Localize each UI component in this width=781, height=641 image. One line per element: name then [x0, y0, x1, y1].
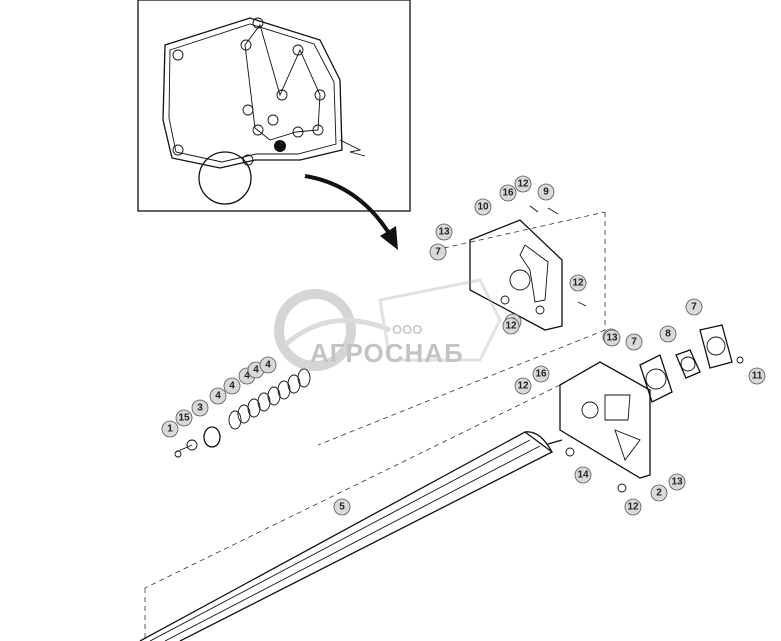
callout-8: 8: [659, 325, 677, 343]
watermark-company-name: АГРОСНАБ: [310, 338, 464, 368]
callout-16: 16: [499, 184, 517, 202]
callout-7: 7: [625, 333, 643, 351]
bearing-assembly: [639, 324, 744, 403]
callout-4: 4: [223, 377, 241, 395]
callout-circle: [650, 484, 668, 502]
callout-label: 10: [477, 202, 489, 213]
callout-label: 4: [244, 371, 250, 382]
callout-label: 13: [671, 477, 683, 488]
upper-side-plate: [469, 205, 587, 331]
callout-label: 8: [665, 329, 671, 340]
callout-circle: [259, 356, 277, 374]
callout-circle: [429, 243, 447, 261]
callout-circle: [625, 333, 643, 351]
callout-label: 12: [517, 179, 529, 190]
callout-circle: [333, 498, 351, 516]
callout-12: 12: [514, 175, 532, 193]
callout-label: 7: [691, 302, 697, 313]
part-callouts: 1153444445791012161312313787111216213141…: [161, 175, 766, 516]
callout-circle: [659, 325, 677, 343]
callout-circle: [532, 365, 550, 383]
callout-16: 16: [532, 365, 550, 383]
callout-12: 12: [502, 317, 520, 335]
pointer-arrow: [304, 174, 398, 250]
callout-2: 2: [650, 484, 668, 502]
overview-inset: [137, 0, 411, 212]
callout-label: 7: [435, 247, 441, 258]
callout-13: 13: [668, 473, 686, 491]
callout-label: 4: [253, 365, 259, 376]
callout-circle: [603, 329, 621, 347]
callout-13: 13: [603, 329, 621, 347]
callout-circle: [748, 367, 766, 385]
dashed-envelope: [144, 211, 606, 641]
callout-14: 14: [574, 466, 592, 484]
callout-label: 16: [535, 369, 547, 380]
callout-label: 4: [215, 391, 221, 402]
callout-circle: [223, 377, 241, 395]
callout-4: 4: [259, 356, 277, 374]
callout-circle: [474, 198, 492, 216]
callout-circle: [514, 175, 532, 193]
callout-circle: [624, 498, 642, 516]
callout-1: 1: [161, 420, 179, 438]
callout-label: 16: [502, 188, 514, 199]
callout-label: 13: [606, 333, 618, 344]
callout-12: 12: [514, 377, 532, 395]
callout-13: 13: [435, 223, 453, 241]
callout-label: 12: [517, 381, 529, 392]
callout-10: 10: [474, 198, 492, 216]
callout-11: 11: [748, 367, 766, 385]
callout-label: 15: [178, 413, 190, 424]
callout-label: 3: [197, 403, 203, 414]
callout-label: 4: [265, 360, 271, 371]
callout-7: 7: [429, 243, 447, 261]
callout-label: 7: [631, 337, 637, 348]
callout-5: 5: [333, 498, 351, 516]
callout-label: 14: [577, 470, 589, 481]
callout-label: 2: [656, 488, 662, 499]
callout-circle: [685, 298, 703, 316]
callout-circle: [514, 377, 532, 395]
callout-label: 1: [167, 424, 173, 435]
callout-12: 12: [569, 274, 587, 292]
callout-4: 4: [209, 387, 227, 405]
callout-circle: [191, 399, 209, 417]
callout-label: 5: [339, 502, 345, 513]
callout-circle: [209, 387, 227, 405]
watermark: ООО АГРОСНАБ: [274, 278, 502, 371]
callout-label: 12: [572, 278, 584, 289]
callout-label: 12: [627, 502, 639, 513]
callout-circle: [574, 466, 592, 484]
callout-label: 12: [505, 321, 517, 332]
callout-15: 15: [175, 409, 193, 427]
callout-circle: [537, 183, 555, 201]
lower-side-plate: [559, 361, 651, 493]
callout-12: 12: [624, 498, 642, 516]
callout-circle: [668, 473, 686, 491]
callout-circle: [161, 420, 179, 438]
callout-label: 11: [752, 371, 763, 382]
callout-label: 9: [543, 187, 549, 198]
callout-circle: [499, 184, 517, 202]
roller-shaft: [139, 431, 563, 641]
callout-circle: [435, 223, 453, 241]
callout-label: 13: [438, 227, 450, 238]
callout-circle: [569, 274, 587, 292]
washers-and-bolt: [174, 368, 311, 458]
callout-9: 9: [537, 183, 555, 201]
callout-circle: [502, 317, 520, 335]
callout-circle: [175, 409, 193, 427]
callout-3: 3: [191, 399, 209, 417]
callout-label: 4: [229, 381, 235, 392]
watermark-prefix: ООО: [392, 322, 422, 337]
callout-7: 7: [685, 298, 703, 316]
